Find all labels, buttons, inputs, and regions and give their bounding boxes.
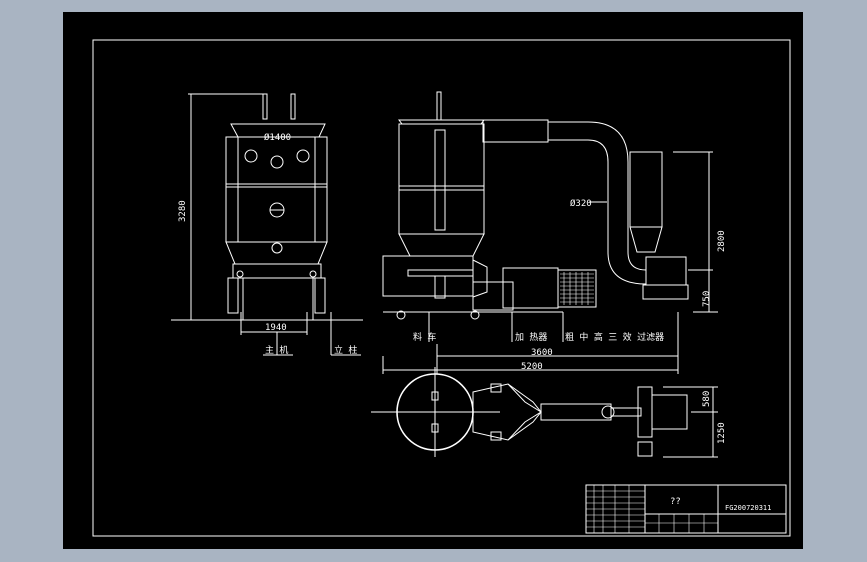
label-column: 立 柱: [334, 344, 357, 356]
label-heater: 加 热器: [515, 331, 547, 343]
main-machine-front-view: [171, 93, 363, 356]
dim-height-3280: 3280: [178, 200, 188, 222]
dim-width-1940: 1940: [265, 323, 287, 333]
title-block-name: ??: [670, 497, 681, 507]
label-feed-cart: 料 车: [413, 331, 436, 343]
side-view: [382, 91, 718, 374]
dim-height-750: 750: [702, 291, 712, 307]
dim-length-3600: 3600: [531, 348, 553, 358]
drawing-sheet: Ø1400 3280 1940 主 机 立 柱 料 车 加 热器 粗 中 高 三…: [63, 12, 803, 549]
dim-width-1250: 1250: [717, 422, 727, 444]
dim-length-5200: 5200: [521, 362, 543, 372]
drawing-frame: [92, 39, 791, 537]
label-main-machine: 主 机: [265, 344, 288, 356]
label-filters: 粗 中 高 三 效 过滤器: [565, 331, 664, 343]
dim-diameter-1400: Ø1400: [264, 132, 291, 143]
dim-height-2800: 2800: [717, 230, 727, 252]
title-block: [585, 484, 787, 534]
plan-view: [371, 367, 718, 458]
title-block-code: FG200720311: [725, 504, 771, 512]
dim-width-580: 580: [702, 391, 712, 407]
dim-diameter-320: Ø320: [570, 198, 592, 209]
cad-drawing: Ø1400 3280 1940 主 机 立 柱 料 车 加 热器 粗 中 高 三…: [92, 39, 791, 537]
